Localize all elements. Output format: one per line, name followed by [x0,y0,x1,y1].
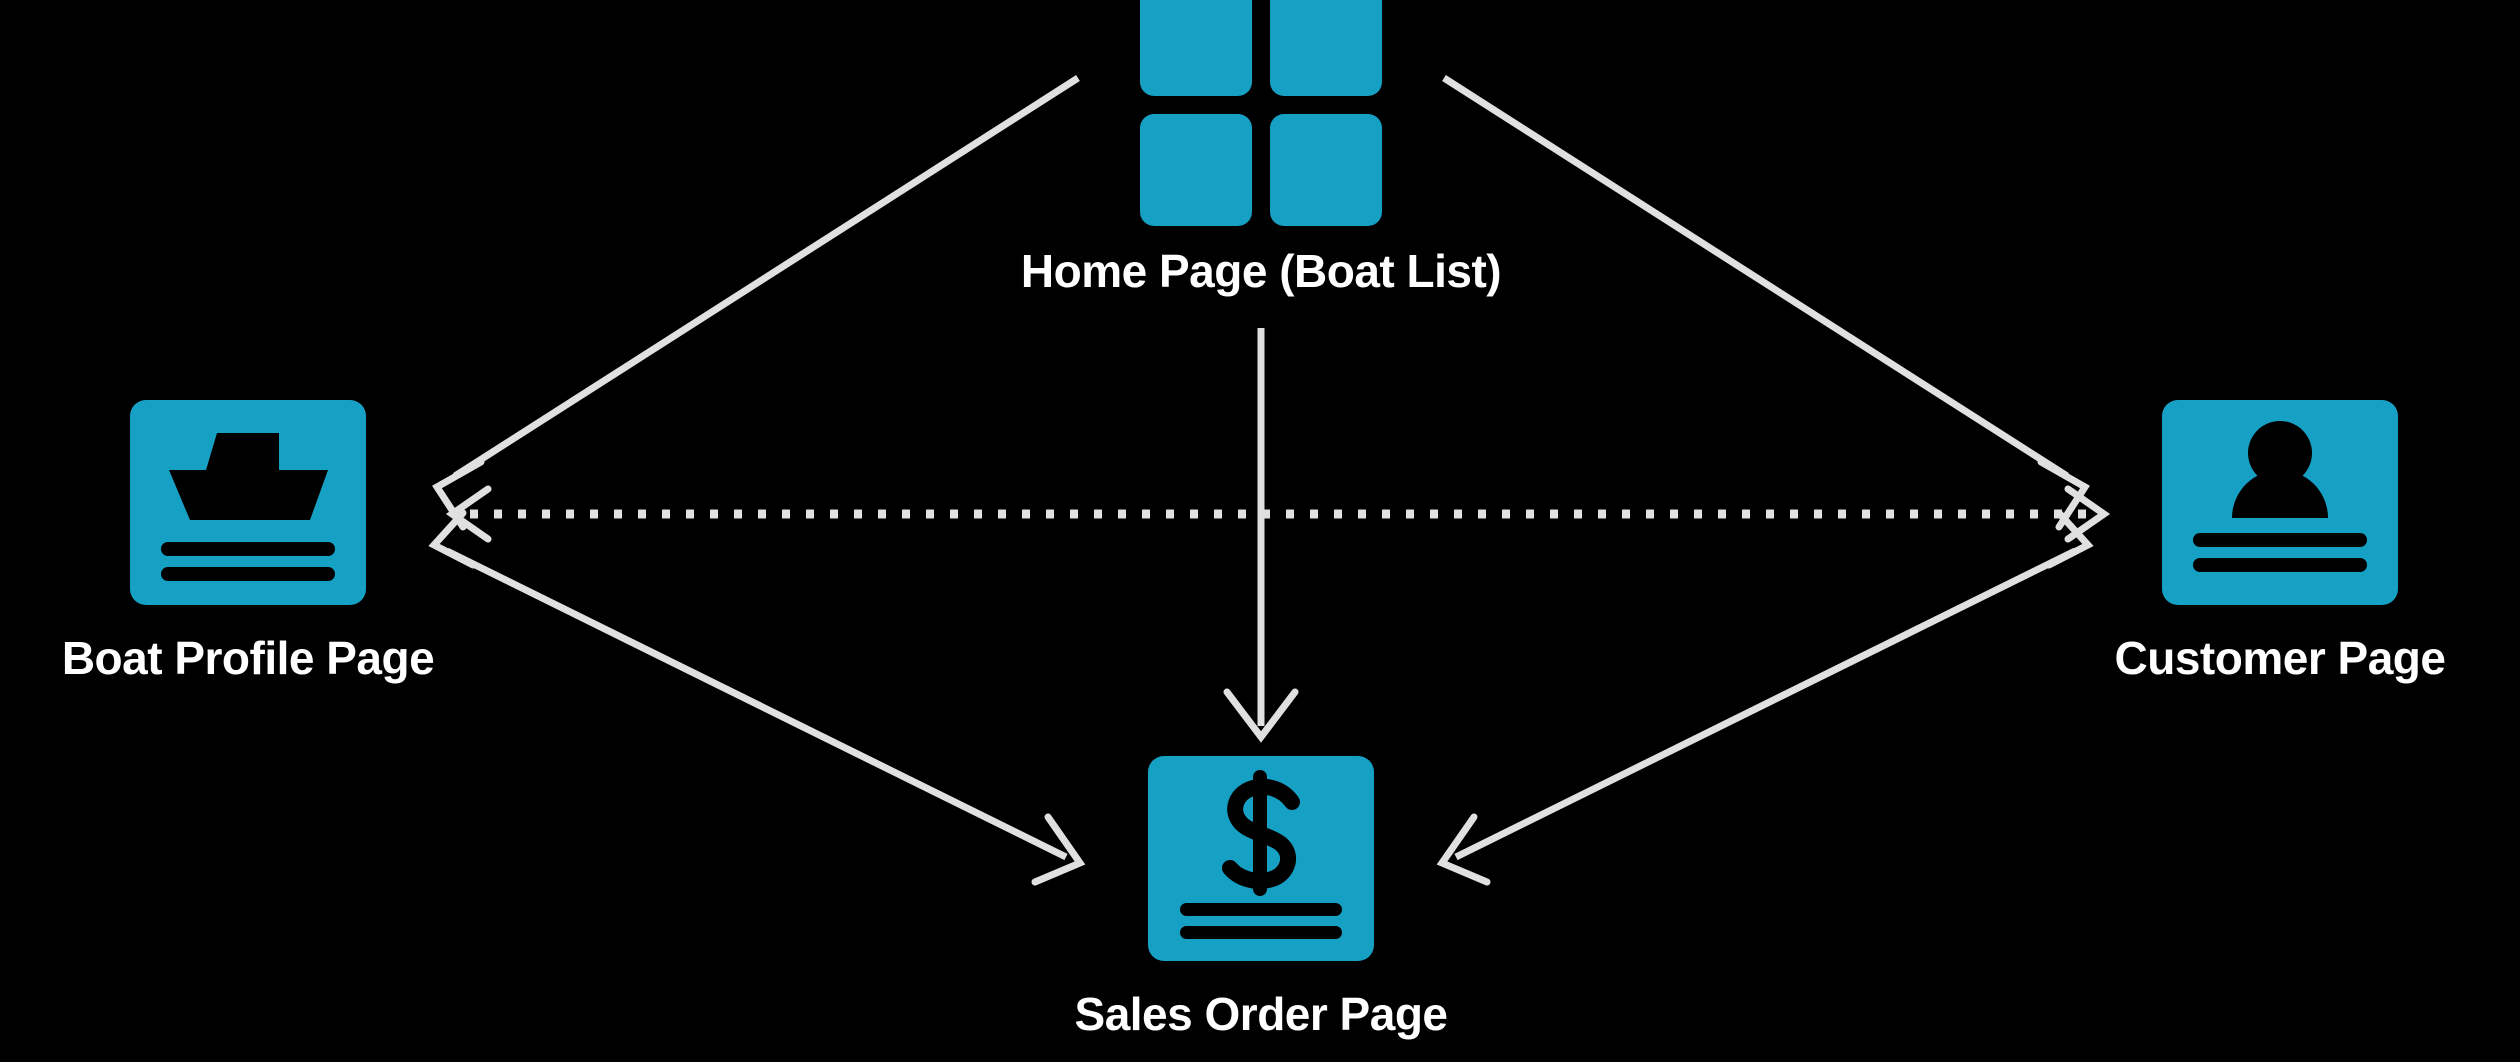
node-customer-page-label: Customer Page [2114,632,2446,684]
node-boat-profile-page[interactable]: Boat Profile Page [62,400,435,681]
edge-home-to-sales [1223,328,1299,743]
edge-boat-to-customer [445,485,2111,543]
contact-card-icon [2162,400,2398,605]
edge-customer-to-sales [1436,509,2094,886]
edge-home-to-customer [1442,75,2090,531]
node-home-page-label: Home Page (Boat List) [1020,245,1502,297]
node-boat-profile-page-label: Boat Profile Page [61,632,435,684]
node-home-page[interactable]: Home Page (Boat List) [1021,0,1502,294]
node-sales-order-page[interactable]: Sales Order Page [1075,756,1448,1037]
grid-four-squares-icon [1140,0,1382,226]
node-customer-page[interactable]: Customer Page [2115,400,2446,681]
node-sales-order-page-label: Sales Order Page [1074,988,1448,1040]
boat-card-icon [130,400,366,605]
edge-home-to-boat [432,75,1080,531]
dollar-card-icon [1148,756,1374,961]
edge-boat-to-sales [428,509,1086,886]
